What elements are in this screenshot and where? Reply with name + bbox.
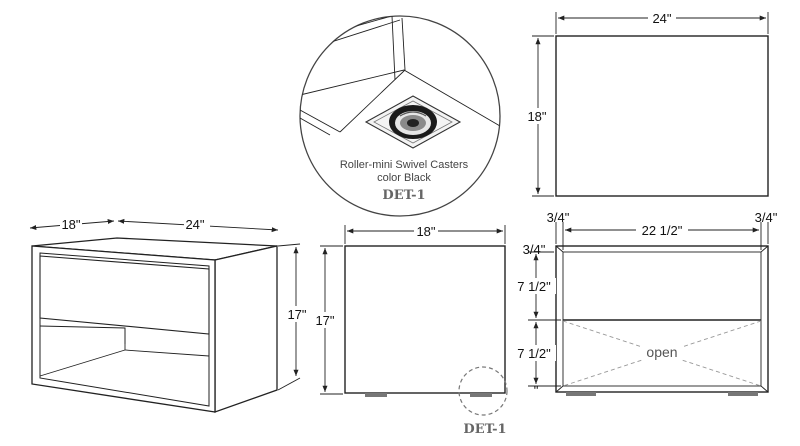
front-view: open 22 1/2" 3/4" 3/4" 3/4" 7 1/2" 7 1/2…: [512, 210, 778, 398]
side-caster-left: [365, 393, 387, 397]
top-view-depth-label: 18": [527, 109, 546, 124]
front-view-inner-frame: [562, 251, 762, 387]
side-view-width-label: 18": [416, 224, 435, 239]
caster-detail: Roller-mini Swivel Casters color Black D…: [299, 15, 501, 217]
detail-callout-circle: [458, 366, 508, 416]
front-open-height-label: 7 1/2": [517, 346, 551, 361]
side-caster-right: [470, 393, 492, 397]
front-view-outline: [555, 245, 769, 393]
iso-depth-label: 18": [61, 217, 80, 232]
detail-caption-line1: Roller-mini Swivel Casters: [340, 159, 469, 171]
top-view: 24" 18": [526, 9, 769, 197]
detail-tag: DET-1: [382, 188, 425, 203]
front-inner-width-label: 22 1/2": [642, 223, 683, 238]
side-view: 18" 17" DET-1: [313, 223, 508, 437]
iso-width-label: 24": [185, 217, 204, 232]
side-view-height-label: 17": [315, 313, 334, 328]
open-compartment-label: open: [646, 344, 677, 360]
front-caster-left: [566, 392, 596, 396]
isometric-view: 18" 24" 17": [29, 216, 308, 413]
top-view-outline: [555, 35, 769, 197]
iso-drawer-front: [39, 255, 210, 335]
side-view-outline: [344, 245, 506, 394]
detail-caption-line2: color Black: [377, 172, 431, 184]
front-drawer-height-label: 7 1/2": [517, 279, 551, 294]
iso-side-face: [214, 245, 278, 413]
top-view-width-label: 24": [652, 11, 671, 26]
front-right-margin-label: 3/4": [755, 210, 778, 225]
detail-underside-drawing: [300, 16, 500, 149]
side-view-detail-tag: DET-1: [463, 422, 506, 437]
front-left-margin-label: 3/4": [547, 210, 570, 225]
iso-height-label: 17": [287, 307, 306, 322]
front-top-margin-label: 3/4": [523, 242, 546, 257]
front-caster-right: [728, 392, 758, 396]
caster-wheel-icon: [389, 105, 437, 139]
front-bottom-margin-label: ": [534, 383, 539, 398]
